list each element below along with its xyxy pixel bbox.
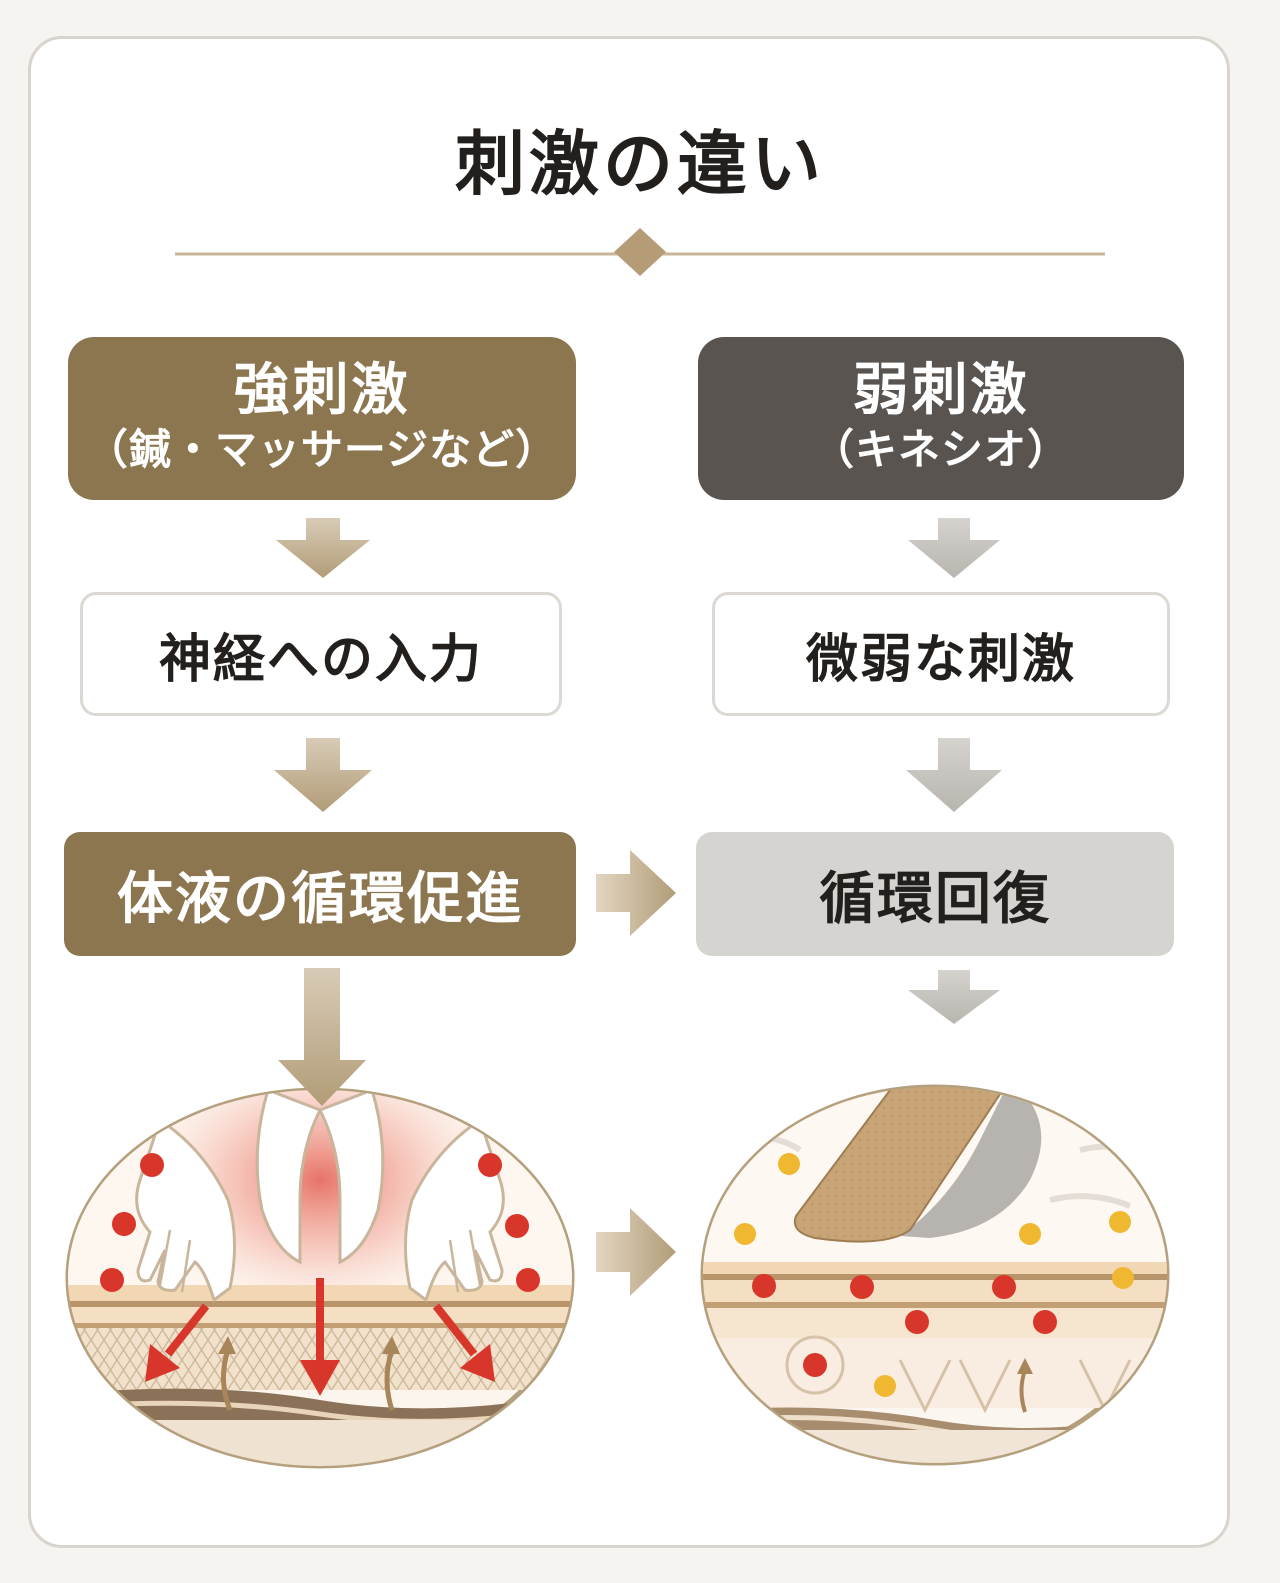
- strong-stimulus-header: 強刺激 （鍼・マッサージなど）: [68, 337, 576, 500]
- strong-stimulus-title: 強刺激: [233, 358, 411, 423]
- weak-stimulus-box: 微弱な刺激: [712, 592, 1170, 716]
- weak-stimulus-header: 弱刺激 （キネシオ）: [698, 337, 1184, 500]
- page-title: 刺激の違い: [455, 123, 825, 205]
- weak-stimulus-examples: （キネシオ）: [811, 425, 1070, 475]
- nerve-input-box: 神経への入力: [80, 592, 562, 716]
- circulation-recovery-box: 循環回復: [696, 832, 1174, 956]
- card-frame: [28, 36, 1230, 1548]
- weak-stimulus-title: 弱刺激: [852, 358, 1030, 423]
- strong-stimulus-examples: （鍼・マッサージなど）: [85, 425, 559, 475]
- fluid-circulation-box: 体液の循環促進: [64, 832, 576, 956]
